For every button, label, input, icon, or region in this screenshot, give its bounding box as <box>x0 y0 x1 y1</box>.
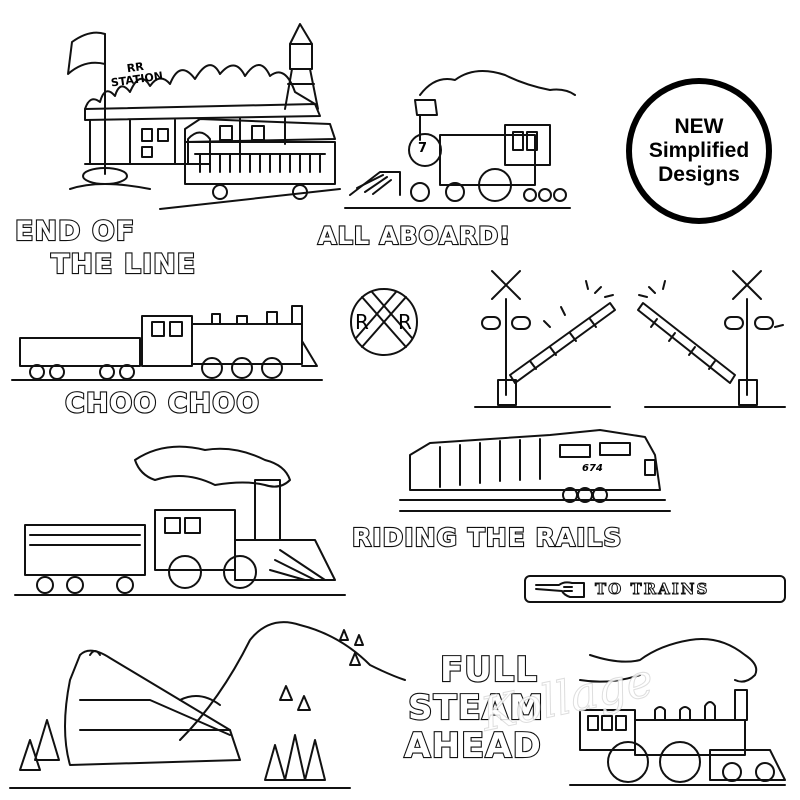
to-trains-label: TO TRAINS <box>594 580 710 599</box>
railroad-crossing-sign <box>350 288 418 356</box>
steam-engine-7-illustration <box>344 70 576 209</box>
crossing-sign-left-letter: R <box>355 310 369 334</box>
crossing-gate-left-illustration <box>474 270 616 408</box>
crossing-gate-right-illustration <box>637 270 786 408</box>
engine-number: 7 <box>418 141 428 156</box>
streamliner-mountain-illustration <box>9 621 406 789</box>
diesel-number: 674 <box>582 463 603 474</box>
choo-choo-train-illustration <box>11 305 323 381</box>
rr-station-illustration <box>67 23 341 210</box>
riding-the-rails-stamp: RIDING THE RAILS <box>351 523 623 552</box>
crossing-sign-right-letter: R <box>398 310 412 334</box>
to-trains-sign-stamp: TO TRAINS <box>524 575 786 603</box>
smoking-steam-train-illustration <box>14 445 346 596</box>
choo-choo-stamp: CHOO CHOO <box>64 388 261 419</box>
pointing-hand-icon <box>535 581 585 598</box>
end-of-the-line-stamp: END OF THE LINE <box>14 216 197 280</box>
all-aboard-stamp: ALL ABOARD! <box>317 222 512 250</box>
diesel-locomotive-illustration <box>399 429 671 512</box>
new-simplified-designs-badge: NEW Simplified Designs <box>626 78 772 224</box>
full-steam-ahead-stamp: FULL STEAM AHEAD <box>403 650 545 766</box>
vintage-steam-engine-illustration <box>569 638 786 786</box>
